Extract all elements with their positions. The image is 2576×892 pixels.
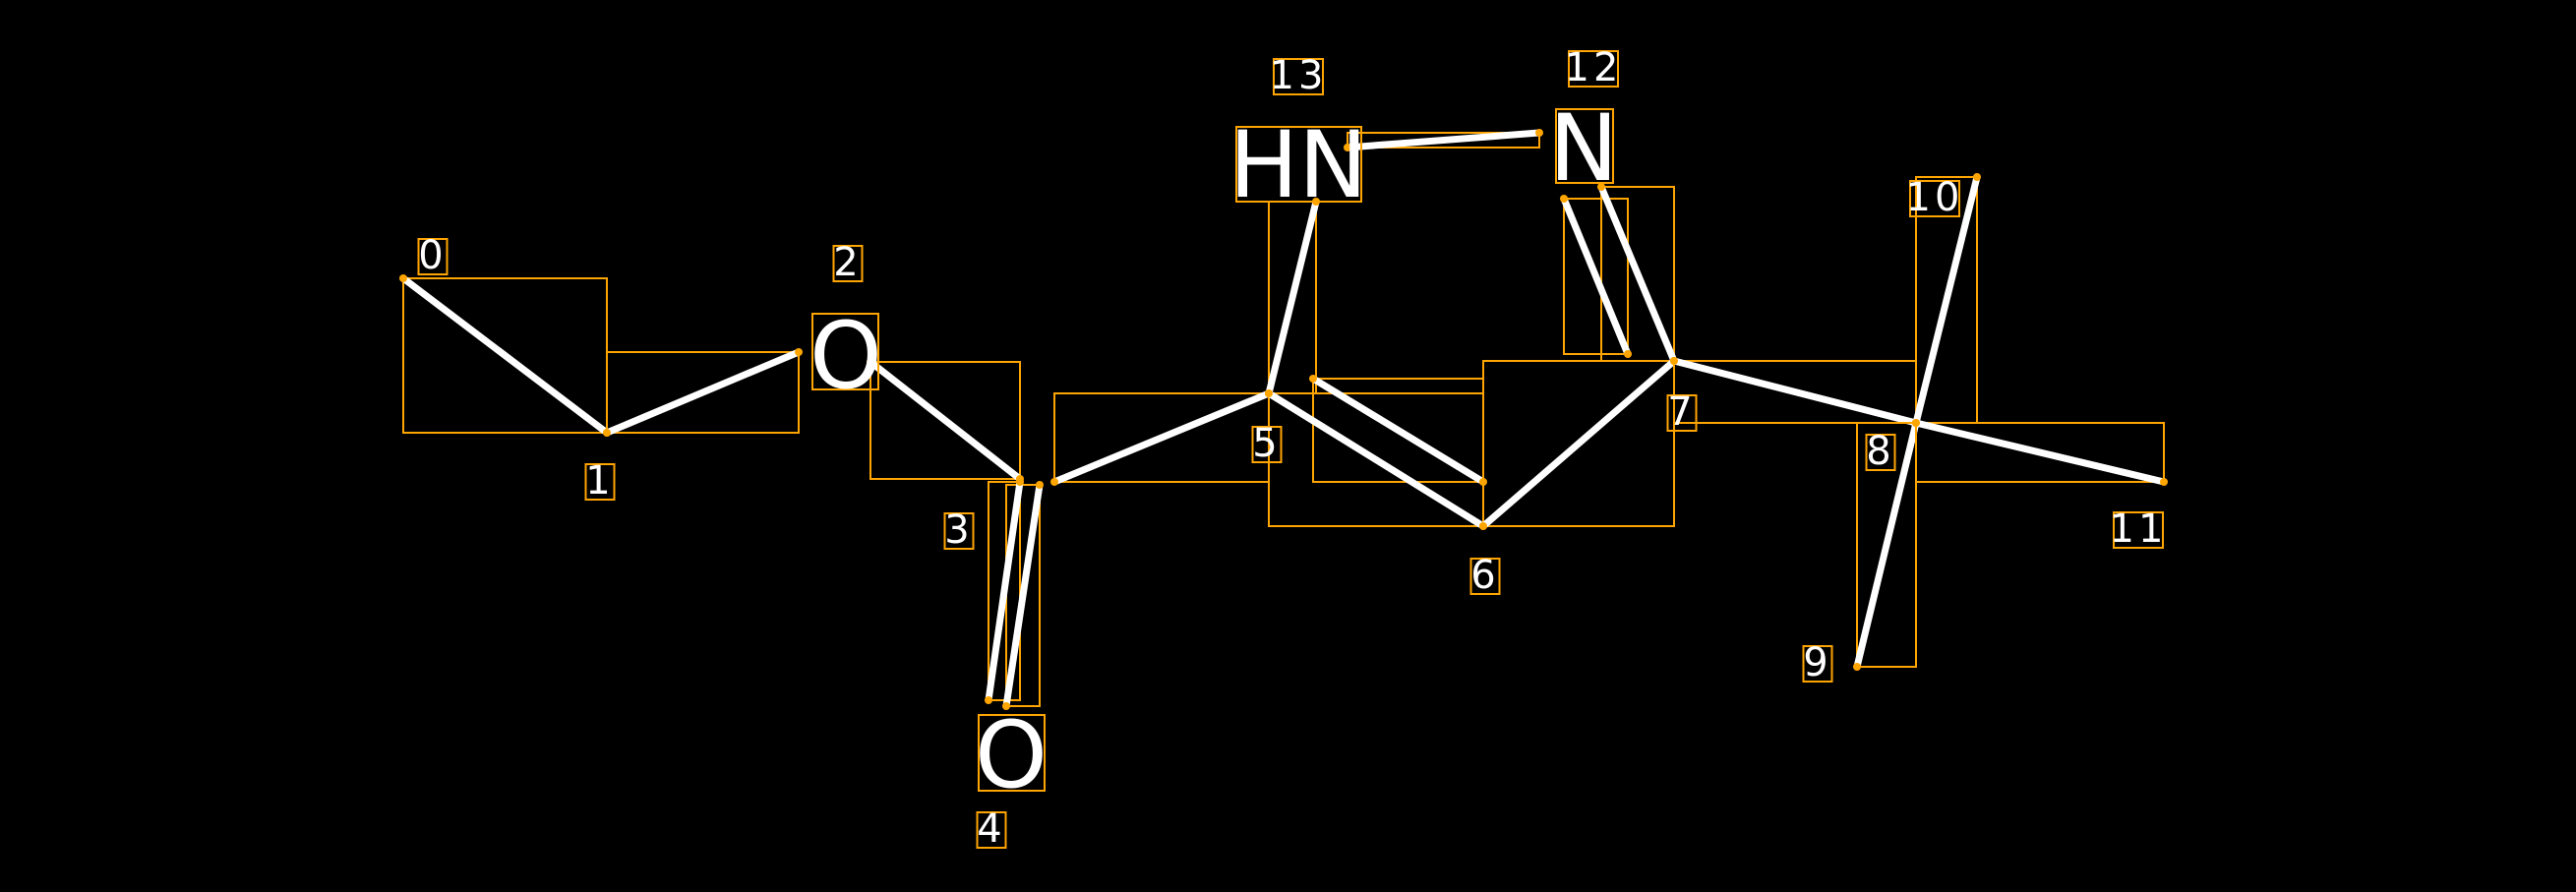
bond-endpoint (399, 274, 407, 282)
bond-endpoint (1036, 481, 1044, 489)
atom-index-box (1568, 50, 1619, 88)
bond-endpoint (1309, 375, 1317, 383)
atom-index-label: 5 (1252, 421, 1281, 466)
bond-8-9 (1853, 422, 1920, 668)
bond-2-3 (868, 359, 1023, 482)
atom-symbol-n: N (1549, 95, 1618, 203)
bond-3-4 (1002, 484, 1044, 707)
bond-endpoint (1624, 350, 1632, 358)
atom-index-box (976, 811, 1007, 849)
bond-8-10 (1912, 176, 1981, 424)
atom-index-label: 8 (1866, 429, 1894, 474)
atom-index-label: 1 (585, 458, 614, 504)
atom-index-box (1909, 180, 1960, 217)
bond-3-4 (985, 481, 1024, 701)
atom-index-label: 3 (944, 507, 973, 553)
bond-endpoint (1265, 389, 1273, 397)
atom-index-box (584, 463, 616, 501)
atom-symbol-o: O (809, 303, 882, 410)
bond-endpoint (603, 429, 611, 437)
bond-endpoint (1853, 663, 1861, 671)
atom-index-label: 11 (2110, 506, 2168, 552)
atom-index-box (1251, 426, 1283, 463)
bond-13-12 (1347, 129, 1540, 151)
bond-endpoint (1344, 144, 1351, 151)
bond-bbox (1915, 422, 2165, 483)
atom-index-box (832, 245, 864, 282)
bond-endpoint (1670, 357, 1678, 365)
bond-endpoint (1973, 173, 1981, 181)
bond-endpoint (1002, 702, 1010, 710)
bond-bbox (1347, 132, 1540, 149)
atom-index-box (1273, 58, 1324, 95)
atom-index-box (2113, 511, 2164, 549)
atom-index-label: 12 (1565, 45, 1623, 90)
bond-bbox (1482, 360, 1675, 527)
atom-index-box (1865, 434, 1896, 471)
bond-5-6 (1267, 390, 1485, 529)
bond-5-6 (1311, 376, 1485, 485)
bond-0-1 (400, 275, 610, 436)
bond-bbox (1856, 422, 1917, 668)
atom-index-label: 7 (1667, 389, 1696, 435)
atom-symbol-o: O (975, 702, 1048, 809)
bond-7-8 (1673, 357, 1917, 427)
atom-index-label: 6 (1470, 553, 1499, 598)
atom-index-label: 9 (1803, 640, 1831, 685)
bond-bbox (606, 351, 800, 434)
bond-8-11 (1915, 419, 2165, 486)
bond-endpoint (795, 348, 803, 356)
bond-endpoint (1050, 478, 1058, 486)
bond-bbox (1563, 198, 1629, 355)
bond-endpoint (2160, 478, 2168, 486)
atom-symbol-hn: HN (1229, 112, 1368, 219)
bond-endpoint (1597, 183, 1605, 191)
atom-index-label: 10 (1906, 175, 1964, 220)
atom-symbol-box (811, 313, 879, 390)
bond-endpoint (1912, 419, 1920, 427)
bond-1-2 (605, 348, 801, 437)
atom-index-label: 13 (1270, 53, 1328, 98)
bond-endpoint (1560, 195, 1568, 203)
atom-index-box (417, 238, 449, 275)
bond-12-7 (1597, 185, 1678, 363)
bond-endpoint (1479, 522, 1487, 530)
atom-index-box (1802, 645, 1833, 683)
bond-12-7 (1560, 197, 1632, 356)
bond-endpoint (1535, 129, 1543, 137)
bond-5-13 (1265, 201, 1320, 394)
atom-index-label: 0 (418, 233, 447, 278)
atom-index-label: 4 (977, 806, 1005, 852)
atom-symbol-box (978, 714, 1046, 792)
atom-index-box (943, 512, 975, 550)
bond-bbox (869, 361, 1021, 480)
bond-endpoint (985, 696, 992, 704)
atom-index-box (1469, 558, 1501, 595)
atom-index-box (1666, 394, 1698, 432)
atom-index-label: 2 (833, 240, 862, 285)
bond-endpoint (867, 358, 874, 366)
atom-symbol-box (1235, 126, 1362, 203)
atom-symbol-box (1555, 108, 1614, 184)
bond-6-7 (1480, 358, 1677, 529)
bond-3-5 (1052, 389, 1271, 486)
bond-endpoint (1016, 478, 1024, 486)
